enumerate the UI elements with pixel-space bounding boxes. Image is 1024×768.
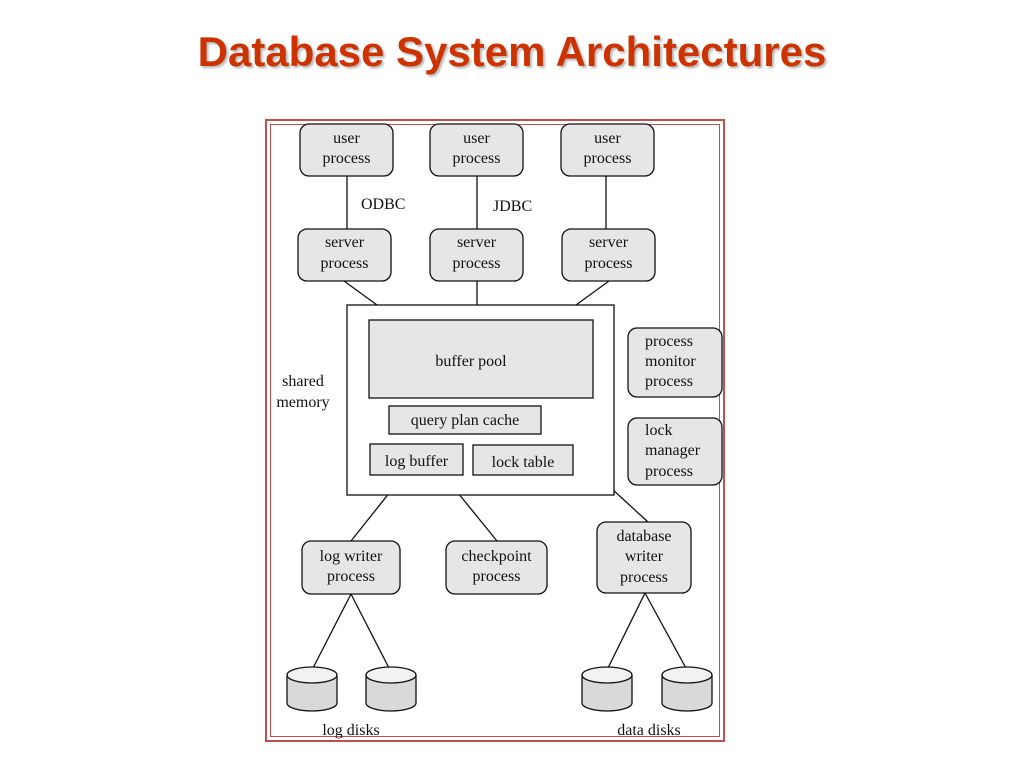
log-buffer-label: log buffer bbox=[385, 453, 449, 470]
process-monitor-line3: process bbox=[645, 373, 693, 390]
database-writer-line1: database bbox=[616, 528, 671, 545]
user-process-1-line1: user bbox=[333, 130, 360, 147]
log-writer-line2: process bbox=[327, 568, 375, 585]
data-disk-1-icon bbox=[581, 666, 633, 712]
server-process-2-line2: process bbox=[453, 255, 501, 272]
database-writer-process: database writer process bbox=[596, 521, 692, 594]
process-monitor-line1: process bbox=[645, 333, 693, 350]
server-process-1: server process bbox=[297, 228, 392, 282]
user-process-3-line2: process bbox=[584, 150, 632, 167]
server-process-1-line2: process bbox=[321, 255, 369, 272]
checkpoint-process: checkpoint process bbox=[445, 540, 548, 595]
connector-server1-shared-memory bbox=[343, 280, 378, 306]
jdbc-label: JDBC bbox=[493, 198, 532, 215]
user-process-1: user process bbox=[299, 123, 394, 177]
buffer-pool-label: buffer pool bbox=[435, 353, 507, 370]
buffer-pool: buffer pool bbox=[368, 319, 594, 399]
connector-log-writer-disk1 bbox=[311, 593, 352, 671]
log-writer-process: log writer process bbox=[301, 540, 401, 595]
connector-server3-shared-memory bbox=[575, 280, 610, 306]
connector-log-writer-disk2 bbox=[350, 593, 391, 671]
user-process-2-line2: process bbox=[453, 150, 501, 167]
lock-table-label: lock table bbox=[492, 454, 555, 471]
lock-manager-process: lock manager process bbox=[627, 417, 723, 486]
lock-manager-line2: manager bbox=[645, 442, 701, 459]
query-plan-cache-label: query plan cache bbox=[411, 412, 519, 429]
log-buffer: log buffer bbox=[369, 443, 464, 476]
checkpoint-line2: process bbox=[473, 568, 521, 585]
user-process-3-line1: user bbox=[594, 130, 621, 147]
connector-db-writer-disk3 bbox=[606, 592, 646, 671]
server-process-3-line1: server bbox=[589, 234, 629, 251]
odbc-label: ODBC bbox=[361, 196, 405, 213]
database-writer-line3: process bbox=[620, 569, 668, 586]
user-process-2: user process bbox=[429, 123, 524, 177]
connector-lines bbox=[311, 176, 688, 671]
user-process-1-line2: process bbox=[323, 150, 371, 167]
slide-title: Database System Architectures bbox=[197, 28, 827, 75]
checkpoint-line1: checkpoint bbox=[461, 548, 532, 565]
server-process-2-line1: server bbox=[457, 234, 497, 251]
lock-table: lock table bbox=[472, 444, 574, 476]
lock-manager-line3: process bbox=[645, 463, 693, 480]
server-process-3-line2: process bbox=[585, 255, 633, 272]
shared-memory-label-line1: shared bbox=[282, 373, 324, 390]
log-writer-line1: log writer bbox=[320, 548, 383, 565]
data-disks-label: data disks bbox=[617, 722, 681, 739]
shared-memory-label-line2: memory bbox=[276, 394, 329, 411]
log-disks-label: log disks bbox=[322, 722, 379, 739]
server-process-3: server process bbox=[561, 228, 656, 282]
server-process-1-line1: server bbox=[325, 234, 365, 251]
data-disk-2-icon bbox=[661, 666, 713, 712]
process-monitor-line2: monitor bbox=[645, 353, 696, 370]
query-plan-cache: query plan cache bbox=[388, 405, 542, 435]
log-disk-1-icon bbox=[286, 666, 338, 712]
server-process-2: server process bbox=[429, 228, 524, 282]
user-process-3: user process bbox=[560, 123, 655, 177]
process-monitor-process: process monitor process bbox=[627, 327, 723, 398]
database-writer-line2: writer bbox=[625, 548, 664, 565]
connector-db-writer-disk4 bbox=[644, 592, 688, 671]
lock-manager-line1: lock bbox=[645, 422, 673, 439]
user-process-2-line1: user bbox=[463, 130, 490, 147]
log-disk-2-icon bbox=[365, 666, 417, 712]
